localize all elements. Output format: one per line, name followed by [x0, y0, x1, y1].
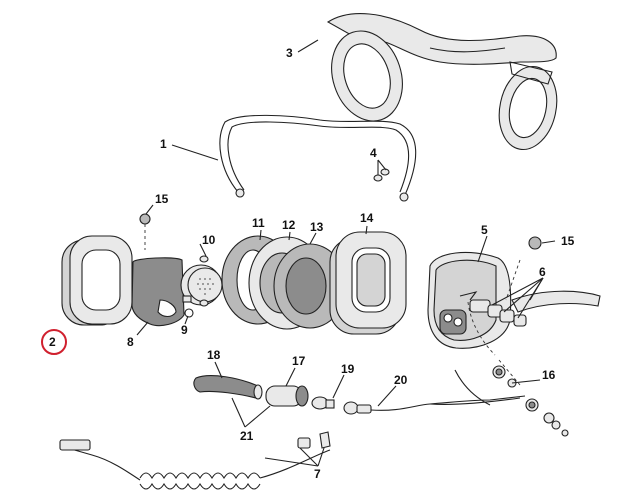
part-18-boom-sleeve — [193, 375, 263, 400]
callout-7: 7 — [314, 467, 321, 481]
callout-14: 14 — [360, 211, 374, 225]
part-3-headband-pad — [326, 13, 558, 151]
callout-10: 10 — [202, 233, 216, 247]
callout-5: 5 — [481, 223, 488, 237]
callout-2: 2 — [49, 335, 56, 349]
callout-6: 6 — [539, 265, 546, 279]
callout-12: 12 — [282, 218, 296, 232]
callout-1: 1 — [160, 137, 167, 151]
part-17-microphone — [265, 385, 309, 407]
callout-11: 11 — [252, 216, 265, 230]
part-4-screws — [373, 168, 390, 182]
part-5-ear-cup — [427, 251, 512, 349]
callout-15-left: 15 — [155, 192, 169, 206]
part-14-ear-cushion — [329, 231, 407, 335]
part-20-cable — [370, 369, 526, 411]
parts-11-13-foam-rings — [221, 235, 347, 330]
callout-9: 9 — [181, 323, 188, 337]
part-10-screw — [199, 255, 209, 307]
callout-18: 18 — [207, 348, 221, 362]
callout-2-highlight-circle — [41, 329, 67, 355]
part-16-connector — [492, 365, 569, 437]
part-6-fittings — [469, 290, 601, 327]
callout-labels: 1 2 3 4 5 6 7 8 9 10 11 12 13 14 15 15 1… — [49, 46, 575, 481]
part-7-coil-cord — [59, 431, 331, 490]
callout-21: 21 — [240, 429, 254, 443]
part-19-plug — [311, 396, 372, 415]
part-8-foam-insert — [131, 257, 185, 327]
callout-8: 8 — [127, 335, 134, 349]
callout-13: 13 — [310, 220, 324, 234]
part-9-speaker — [180, 264, 223, 318]
callout-20: 20 — [394, 373, 408, 387]
callout-17: 17 — [292, 354, 306, 368]
callout-3: 3 — [286, 46, 293, 60]
part-15-caps — [139, 213, 542, 250]
callout-19: 19 — [341, 362, 355, 376]
leader-lines — [136, 39, 556, 467]
part-2-ear-seal — [61, 235, 133, 326]
callout-4: 4 — [370, 146, 377, 160]
part-1-headband-spring — [219, 114, 417, 202]
callout-15-right: 15 — [561, 234, 575, 248]
callout-16: 16 — [542, 368, 556, 382]
